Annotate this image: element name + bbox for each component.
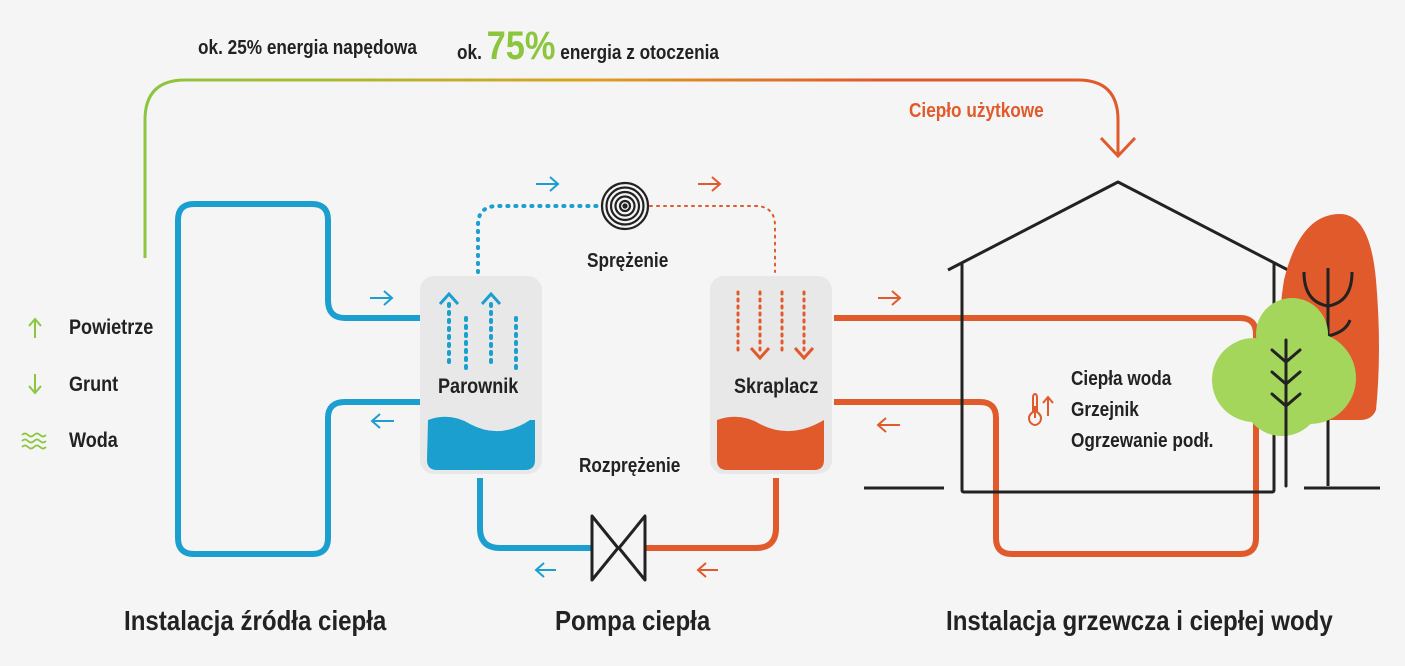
ambient-percent: 75% (486, 24, 556, 68)
water-waves-icon (21, 432, 47, 450)
compressor-spiral-icon (600, 181, 650, 231)
source-air-label: Powietrze (69, 316, 154, 339)
green-tree-icon (1212, 298, 1356, 436)
expansion-label: Rozprężenie (579, 455, 681, 477)
flow-arrow-right-icon (370, 290, 394, 306)
flow-arrow-left-icon (370, 413, 394, 429)
drive-energy-label: ok. 25% energia napędowa (198, 37, 417, 59)
source-ground-label: Grunt (69, 373, 119, 396)
falling-heat-arrows-icon (736, 290, 806, 352)
use-hot-water-label: Ciepła woda (1071, 368, 1172, 390)
ambient-suffix: energia z otoczenia (560, 42, 719, 64)
flow-arrow-left-icon (876, 417, 900, 433)
house-outline (947, 180, 1289, 494)
ambient-prefix: ok. (457, 42, 482, 64)
source-water-label: Woda (69, 429, 118, 452)
expansion-valve-icon (590, 514, 647, 582)
source-loop-pipe (175, 201, 420, 557)
arrow-down-icon (28, 374, 42, 395)
section-source-title: Instalacja źródła ciepła (124, 605, 387, 636)
compression-line-cold (476, 204, 602, 274)
flow-arrow-left-icon (534, 562, 556, 578)
heating-loop-pipe (834, 315, 1259, 557)
use-floor-heating-label: Ogrzewanie podł. (1071, 430, 1214, 452)
arrow-up-icon (28, 317, 42, 338)
energy-flow-line (143, 78, 1120, 258)
section-heating-title: Instalacja grzewcza i ciepłej wody (946, 605, 1333, 636)
condenser-label: Skraplacz (734, 375, 819, 398)
expansion-pipe-hot (645, 478, 779, 551)
arrow-down-icon (1099, 136, 1137, 159)
expansion-pipe-cold (477, 478, 592, 551)
flow-arrow-right-icon (698, 176, 722, 192)
flow-arrow-right-icon (878, 290, 902, 306)
compression-label: Sprężenie (587, 250, 669, 272)
use-radiator-label: Grzejnik (1071, 399, 1139, 421)
flow-arrow-left-icon (696, 562, 718, 578)
useful-heat-label: Ciepło użytkowe (909, 100, 1044, 122)
thermometer-up-icon (1028, 392, 1054, 426)
compression-line-hot (649, 205, 776, 273)
evaporator-label: Parownik (438, 375, 519, 398)
flow-arrow-right-icon (536, 176, 560, 192)
condenser-liquid (717, 416, 824, 470)
section-pump-title: Pompa ciepła (555, 605, 711, 636)
ambient-energy-label: ok. 75% energia z otoczenia (457, 24, 719, 69)
rising-heat-arrows-icon (447, 298, 518, 370)
evaporator-liquid (427, 416, 535, 470)
